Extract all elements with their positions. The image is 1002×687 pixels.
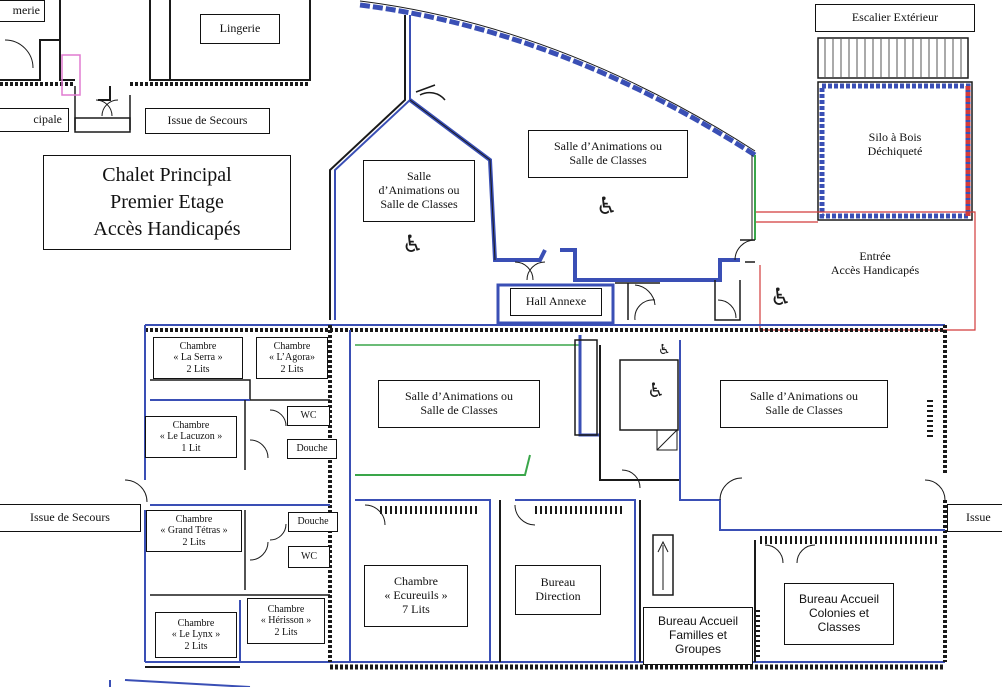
label-entree: Entrée Accès Handicapés (830, 249, 920, 277)
wheelchair-icon: ♿ (647, 378, 665, 402)
plan-title: Chalet Principal Premier Etage Accès Han… (43, 155, 291, 250)
top-left-building (0, 0, 311, 133)
label-salle-left: Salle d’Animations ou Salle de Classes (363, 160, 475, 222)
bottom-left-fragment (109, 679, 251, 687)
label-salle-mid-left: Salle d’Animations ou Salle de Classes (378, 380, 540, 428)
label-douche-2: Douche (288, 512, 338, 532)
label-salle-mid-right: Salle d’Animations ou Salle de Classes (720, 380, 888, 428)
label-chambre-lynx: Chambre « Le Lynx » 2 Lits (155, 612, 237, 658)
stair-exterior (817, 37, 969, 79)
label-top-left-cut: merie (0, 0, 45, 22)
silo-walls (817, 81, 973, 221)
label-douche-1: Douche (287, 439, 337, 459)
wheelchair-icon: ♿ (402, 230, 424, 258)
annex-walls (329, 0, 757, 325)
label-chambre-lacuzon: Chambre « Le Lacuzon » 1 Lit (145, 416, 237, 458)
label-salle-top: Salle d’Animations ou Salle de Classes (528, 130, 688, 178)
wheelchair-icon: ♿ (596, 192, 618, 220)
label-chambre-agora: Chambre « L’Agora» 2 Lits (256, 337, 328, 379)
label-escalier-exterieur: Escalier Extérieur (815, 4, 975, 32)
label-issue-secours-top: Issue de Secours (145, 108, 270, 134)
label-lingerie: Lingerie (200, 14, 280, 44)
label-principale-cut: cipale (0, 108, 69, 132)
pink-room-outline (61, 54, 81, 96)
label-chambre-herisson: Chambre « Hérisson » 2 Lits (247, 598, 325, 644)
main-building-walls (124, 324, 947, 670)
label-issue-right-cut: Issue (947, 504, 1002, 532)
door-arc-topleft (4, 39, 34, 69)
label-issue-secours-left: Issue de Secours (0, 504, 141, 532)
label-wc-1: WC (287, 406, 330, 426)
entree-red-walls (756, 211, 976, 331)
label-bureau-familles: Bureau Accueil Familles et Groupes (643, 607, 753, 665)
label-wc-2: WC (288, 546, 330, 568)
label-chambre-serra: Chambre « La Serra » 2 Lits (153, 337, 243, 379)
label-bureau-direction: Bureau Direction (515, 565, 601, 615)
label-hall-annexe: Hall Annexe (510, 288, 602, 316)
wheelchair-icon: ♿ (658, 342, 671, 358)
label-chambre-ecureuils: Chambre « Ecureuils » 7 Lits (364, 565, 468, 627)
label-silo: Silo à Bois Déchiqueté (840, 115, 950, 175)
wheelchair-icon: ♿ (770, 283, 792, 311)
label-chambre-grand-tetras: Chambre « Grand Tétras » 2 Lits (146, 510, 242, 552)
label-bureau-colonies: Bureau Accueil Colonies et Classes (784, 583, 894, 645)
